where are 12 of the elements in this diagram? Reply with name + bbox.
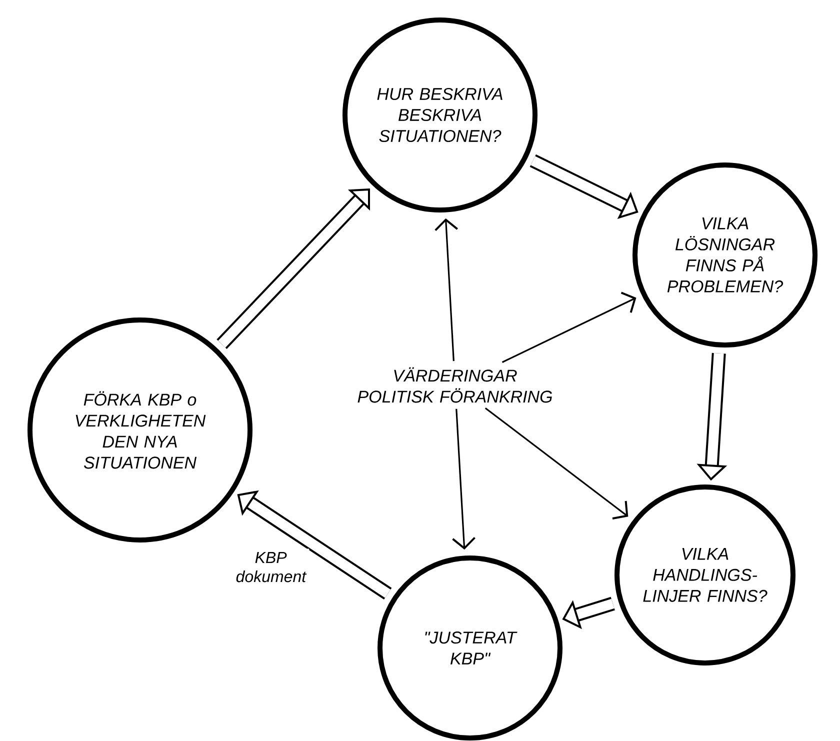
circle-node: "JUSTERAT KBP" (378, 556, 562, 740)
arrow (502, 292, 636, 363)
circle-node: FÖRKA KBP o VERKLIGHETEN DEN NYA SITUATIONEN (28, 318, 252, 542)
arrow (434, 218, 458, 362)
center-text: VÄRDERINGAR POLITISK FÖRANKRING (358, 367, 552, 403)
edge-label: KBP dokument (232, 548, 310, 586)
arrow (452, 408, 476, 550)
arrow (216, 188, 370, 350)
circle-node: HUR BESKRIVA BESKRIVA SITUATIONEN? (342, 18, 538, 212)
circle-node: VILKA HANDLINGS- LINJER FINNS? (614, 484, 796, 666)
arrow (484, 407, 628, 520)
circle-node: VILKA LÖSNINGAR FINNS PÅ PROBLEMEN? (632, 162, 818, 348)
